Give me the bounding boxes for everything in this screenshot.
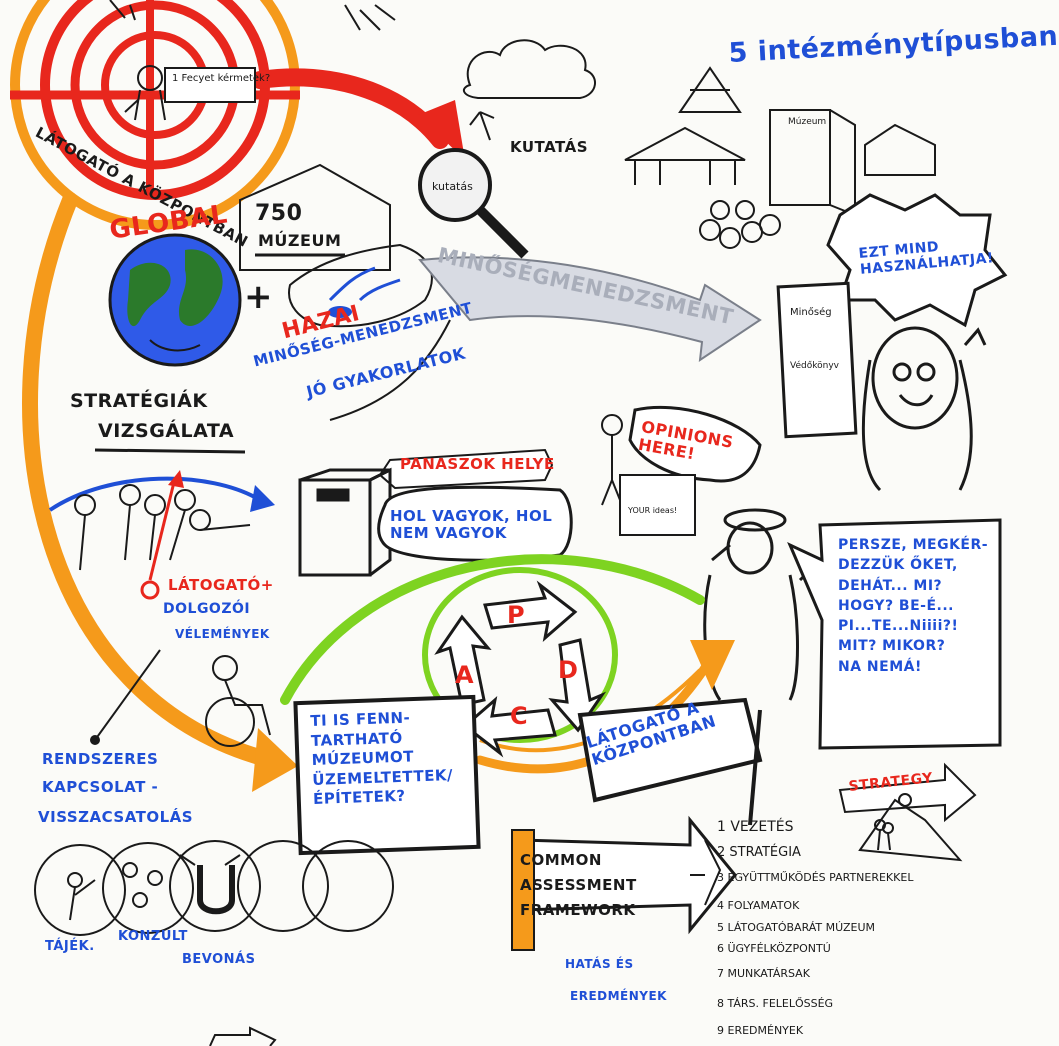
feedback-line2: KAPCSOLAT -: [42, 778, 159, 796]
magnifier-icon: kutatás: [418, 148, 529, 259]
venn-consult-label: KONZULT: [118, 929, 188, 944]
caf-effects-2: EREDMÉNYEK: [570, 989, 667, 1003]
ballot-person-icon: [601, 414, 696, 536]
cloud-icon: [462, 39, 596, 99]
blue-arc-arrow: [48, 476, 262, 512]
wheelchair-user-icon: [205, 655, 271, 747]
complaints-arrow-label: PANASZOK HELYE: [400, 455, 555, 473]
caf-line3: FRAMEWORK: [520, 901, 636, 919]
pdca-plan: P: [507, 601, 526, 629]
pdca-act: A: [455, 661, 475, 689]
woman-icon: [861, 326, 987, 492]
pdca-do: D: [558, 656, 579, 684]
sparkle-lines: [109, 0, 396, 31]
museum-house-icon: [239, 163, 391, 271]
crowd-icon: [699, 200, 781, 249]
research-label: KUTATÁS: [510, 138, 589, 156]
criteria-item: 1 VEZETÉS: [717, 819, 794, 835]
bottom-arrow: [209, 1026, 277, 1046]
green-cycle-arrow: [280, 554, 705, 705]
criteria-item: 7 MUNKATÁRSAK: [717, 967, 810, 980]
conductor-bubble-text: PERSZE, MEGKÉR- DEZZÜK ŐKET, DEHÁT... MI…: [838, 537, 989, 675]
criteria-item: 6 ÜGYFÉLKÖZPONTÚ: [717, 942, 831, 955]
criteria-item: 2 STRATÉGIA: [717, 845, 801, 860]
red-pointer: [148, 477, 177, 581]
feedback-line1: RENDSZERES: [42, 750, 159, 768]
conductor-speech-bubble: [787, 518, 1002, 750]
orange-arrowhead: [252, 728, 298, 792]
museum-buildings-icon: [624, 66, 936, 217]
criteria-item: 3 EGYÜTTMŰKÖDÉS PARTNEREKKEL: [717, 871, 914, 884]
handbook-label-1: Minőség: [790, 307, 832, 318]
visitors-staff-line3: VÉLEMÉNYEK: [175, 627, 270, 641]
venn-info-label: TÁJÉK.: [45, 939, 95, 954]
quality-management-arrow: [418, 256, 762, 363]
feedback-pointer: [94, 649, 161, 741]
criteria-item: 4 FOLYAMATOK: [717, 899, 800, 912]
complaints-bubble-text: HOL VAGYOK, HOL NEM VAGYOK: [390, 507, 553, 543]
sustainable-question-box: [293, 694, 481, 856]
opinions-sign: [628, 405, 762, 483]
ballot-box-label: YOUR ideas!: [628, 506, 678, 515]
people-group-icon: [74, 484, 251, 571]
handbook-icon: [776, 281, 858, 439]
venn-icons: [67, 854, 241, 921]
museum-label: MÚZEUM: [258, 231, 342, 250]
sustainable-question-text: TI IS FENN- TARTHATÓ MÚZEUMOT ÜZEMELTETT…: [310, 708, 454, 808]
research-arrow: [469, 111, 495, 141]
target-sign-text: 1 Fecyet kérmetek?: [172, 73, 271, 84]
sketchnote-canvas: kutatás: [10, 0, 1059, 1046]
pdca-check: C: [510, 702, 529, 730]
plus-sign: +: [244, 277, 273, 317]
drawing-layer: kutatás: [10, 0, 1008, 1046]
mountain-climbers-icon: [858, 793, 963, 862]
red-arrow-to-research: [251, 68, 449, 149]
pdca-cycle-icon: [434, 580, 607, 758]
green-ellipse: [422, 567, 618, 743]
criteria-item: 8 TÁRS. FELELŐSSÉG: [717, 997, 834, 1010]
strategy-arrow: [838, 762, 977, 823]
strategy-review-line2: VIZSGÁLATA: [98, 420, 235, 442]
strategy-review-line1: STRATÉGIÁK: [70, 390, 208, 412]
svg-text:kutatás: kutatás: [432, 180, 473, 193]
caf-line1: COMMON: [520, 851, 602, 869]
caf-framework-box: [511, 815, 737, 951]
orange-flow-arrow: [22, 192, 278, 768]
mailbox-icon: [298, 467, 392, 577]
visitors-staff-line1: LÁTOGATÓ+: [168, 576, 274, 594]
criteria-item: 9 EREDMÉNYEK: [717, 1024, 804, 1037]
red-arrowhead: [418, 100, 465, 160]
venn-circles: [34, 840, 394, 936]
criteria-item: 5 LÁTOGATÓBARÁT MÚZEUM: [717, 921, 876, 934]
museum-count: 750: [255, 201, 303, 226]
visitors-staff-line2: DOLGOZÓI: [163, 601, 251, 617]
caf-line2: ASSESSMENT: [520, 876, 637, 894]
conductor-icon: [703, 508, 827, 701]
globe-icon: [108, 233, 242, 367]
person-at-target-icon: [124, 65, 256, 121]
hungary-map-icon: [288, 243, 433, 328]
feedback-line3: VISSZACSATOLÁS: [38, 808, 194, 826]
venn-involve-label: BEVONÁS: [182, 952, 256, 967]
museum-tower-label: Múzeum: [788, 117, 827, 127]
caf-effects-1: HATÁS ÉS: [565, 957, 634, 971]
blue-arrow-to-quality: [329, 319, 451, 421]
caf-list-brace: [704, 839, 722, 906]
visitor-center-signpost: [577, 697, 763, 826]
handbook-label-2: Védőkönyv: [790, 361, 839, 371]
